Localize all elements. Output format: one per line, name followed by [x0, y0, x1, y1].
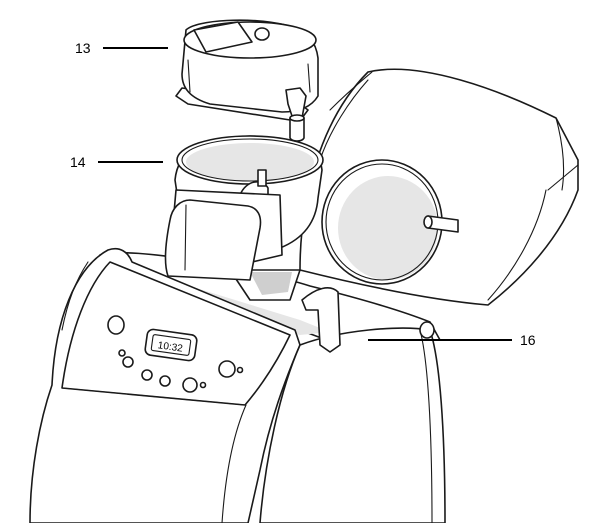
callout-14: 14	[70, 154, 163, 170]
control-panel-elements: 10:32	[107, 315, 244, 393]
callout-label-16: 16	[520, 332, 536, 348]
indicator-light-2	[236, 366, 244, 374]
callout-label-13: 13	[75, 40, 91, 56]
callout-label-14: 14	[70, 154, 86, 170]
program-button-4[interactable]	[182, 377, 198, 393]
clock-display	[144, 328, 198, 362]
filter-basket-part-14	[164, 135, 324, 301]
callout-16: 16	[368, 332, 536, 348]
callout-13: 13	[75, 40, 168, 56]
hour-button[interactable]	[118, 349, 126, 357]
program-button-1[interactable]	[122, 356, 134, 368]
filter-lid-part-13	[175, 19, 319, 142]
brew-button[interactable]	[218, 360, 236, 378]
lid-spout	[289, 117, 305, 142]
indicator-light-1	[199, 381, 207, 389]
clock-display-text: 10:32	[157, 340, 184, 354]
power-button[interactable]	[107, 315, 125, 335]
basket-handle[interactable]	[164, 199, 262, 281]
program-button-3[interactable]	[159, 375, 171, 387]
program-button-2[interactable]	[141, 369, 153, 381]
coffee-maker-body	[29, 247, 446, 523]
water-spout	[301, 287, 341, 353]
open-lid	[299, 68, 579, 306]
